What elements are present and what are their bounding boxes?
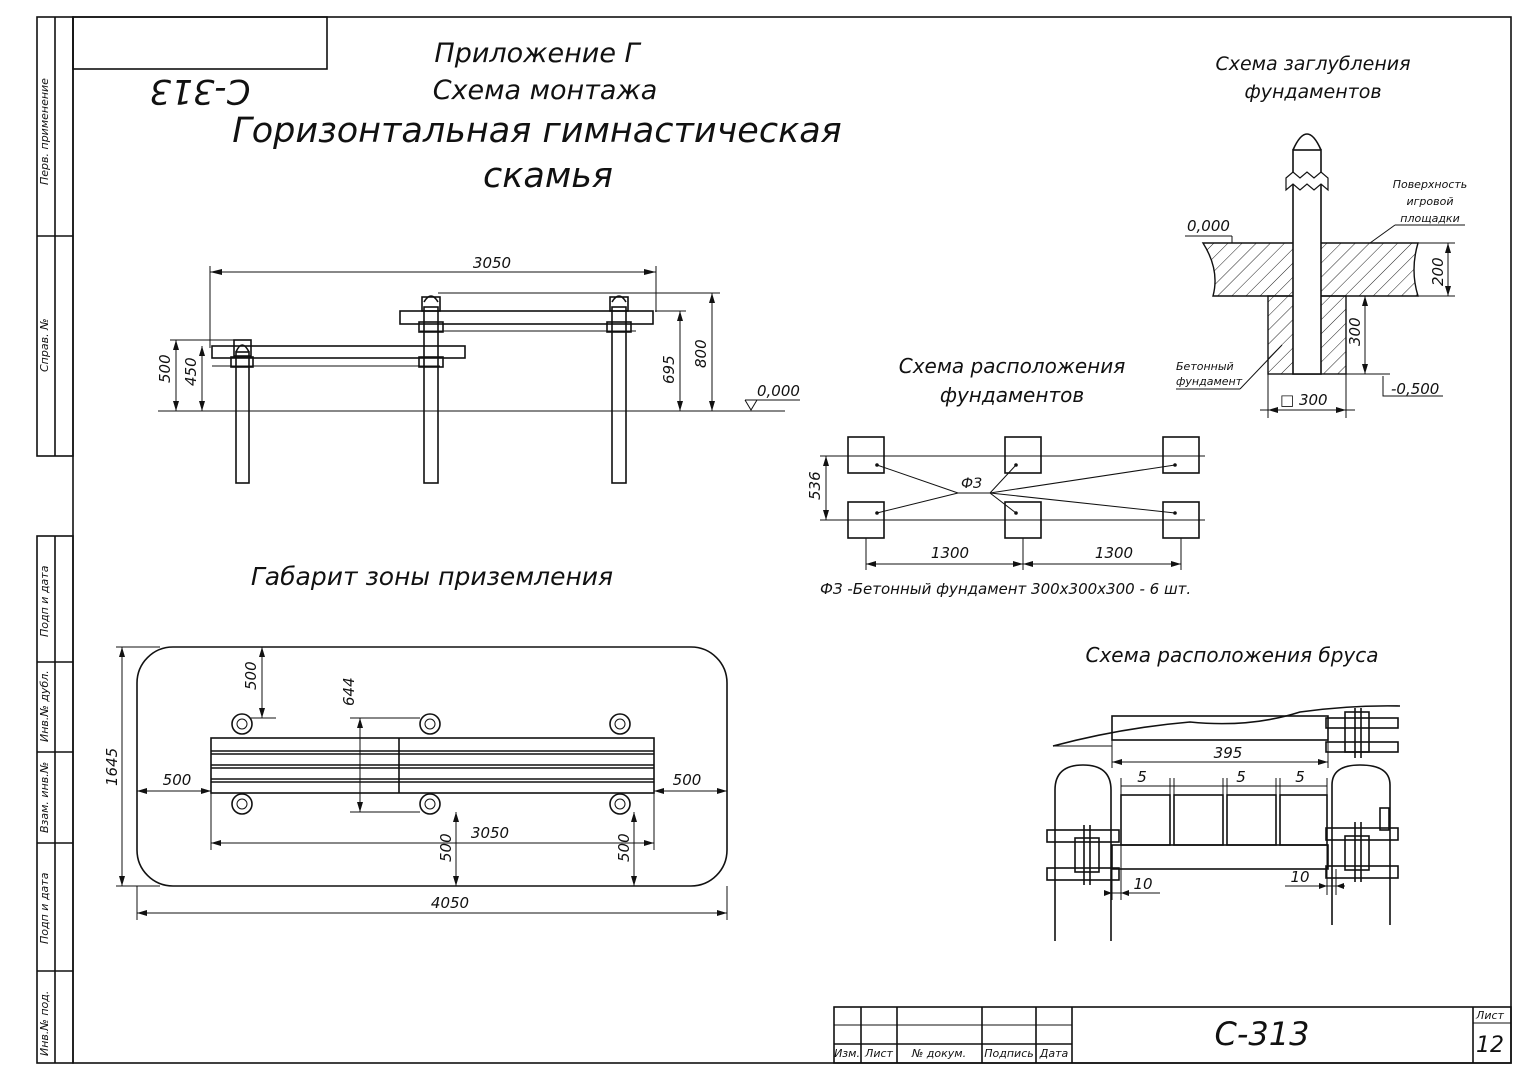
dim-front-695: 695 [660,355,678,384]
dim-lz-500-right: 500 [673,771,702,789]
depth-surface-1: Поверхность [1393,178,1468,191]
dim-beam-395: 395 [1214,744,1243,762]
depth-surface-3: площадки [1400,212,1459,225]
depth-scheme [1176,133,1465,418]
stamp-inv-dubl: Инв.№ дубл. [38,670,51,742]
title-product-2: скамья [483,156,613,196]
marker-fz: ФЗ [961,476,982,492]
level-front-zero: 0,000 [757,382,800,400]
landing-zone [116,646,728,920]
title-product: Горизонтальная гимнастическая [232,111,841,151]
dim-lz-500-top: 500 [242,661,260,690]
dim-front-3050: 3050 [473,254,511,272]
dim-lz-644: 644 [340,677,358,706]
depth-concrete-1: Бетонный [1176,360,1234,373]
dim-front-450: 450 [182,357,200,386]
depth-title-1: Схема заглубления [1215,53,1410,75]
front-view [158,266,800,484]
stamp-vzam-inv: Взам. инв.№ [38,762,51,833]
dim-beam-10-a: 10 [1133,875,1152,893]
stamp-podp-data-1: Подп и дата [38,565,51,637]
tb-col-izm: Изм. [834,1047,860,1060]
beam-title: Схема расположения бруса [1086,643,1379,667]
dim-lz-4050: 4050 [431,894,469,912]
tb-col-podpis: Подпись [984,1047,1033,1060]
landing-title: Габарит зоны приземления [251,562,613,591]
foundation-layout [820,436,1205,570]
tb-col-dokum: № докум. [911,1047,966,1060]
depth-concrete-2: фундамент [1176,375,1243,388]
beam-scheme [1046,705,1401,941]
stamp-inv-podl: Инв.№ под. [38,991,51,1056]
dim-beam-5-c: 5 [1295,768,1305,786]
tb-sheet-label: Лист [1475,1009,1504,1022]
sheet-frame [36,16,1512,1064]
dim-fl-1300-a: 1300 [931,544,969,562]
depth-level-minus: -0,500 [1391,380,1439,398]
dim-lz-1645: 1645 [103,748,121,786]
dim-lz-500-bottom-b: 500 [615,833,633,862]
foundation-note: ФЗ -Бетонный фундамент 300х300х300 - 6 ш… [820,580,1191,598]
dim-fl-1300-b: 1300 [1095,544,1133,562]
code-box [72,16,328,70]
dim-depth-200: 200 [1429,257,1447,286]
dim-beam-5-a: 5 [1137,768,1147,786]
dim-beam-5-b: 5 [1236,768,1246,786]
dim-beam-10-b: 10 [1290,868,1309,886]
tb-designation: С-313 [1215,1015,1310,1053]
title-scheme: Схема монтажа [433,75,658,106]
tb-col-data: Дата [1039,1047,1069,1060]
dim-lz-500-left: 500 [163,771,192,789]
foundation-layout-title-1: Схема расположения [899,354,1126,378]
code-mirrored: С-313 [150,71,251,111]
depth-surface-2: игровой [1406,195,1453,208]
dim-fl-536: 536 [806,471,824,500]
stamp-podp-data-2: Подп и дата [38,872,51,944]
tb-sheet-number: 12 [1476,1033,1504,1058]
dim-lz-500-bottom-a: 500 [437,833,455,862]
depth-level-zero: 0,000 [1187,217,1230,235]
stamp-sprav-no: Справ. № [38,318,51,372]
title-appendix: Приложение Г [434,38,641,69]
title-block [833,1006,1512,1064]
dim-depth-sq300: □ 300 [1280,391,1328,409]
foundation-layout-title-2: фундаментов [940,383,1084,407]
dim-front-500: 500 [156,354,174,383]
tb-col-list: Лист [864,1047,893,1060]
dim-depth-300: 300 [1346,317,1364,346]
stamp-perv-primenenie: Перв. применение [38,78,51,185]
dim-front-800: 800 [692,339,710,368]
dim-lz-3050: 3050 [471,824,509,842]
depth-title-2: фундаментов [1244,81,1381,103]
